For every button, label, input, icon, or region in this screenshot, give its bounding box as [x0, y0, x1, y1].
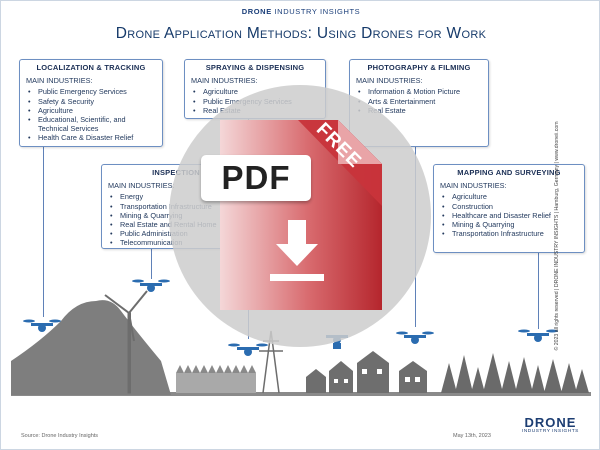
pdf-document-icon[interactable] — [220, 120, 382, 310]
box-title: PHOTOGRAPHY & FILMING — [367, 63, 471, 72]
box-subtitle: MAIN INDUSTRIES: — [356, 76, 423, 86]
box-localization-tracking: LOCALIZATION & TRACKING MAIN INDUSTRIES:… — [19, 59, 163, 147]
drone-1 — [23, 319, 61, 332]
brand-header-bold: DRONE — [241, 7, 272, 16]
connector-inspection — [151, 249, 152, 279]
box-mapping-surveying: MAPPING AND SURVEYING MAIN INDUSTRIES: A… — [433, 164, 585, 253]
list-item: Mining & Quarrying — [108, 211, 244, 220]
source-note: Source: Drone Industry Insights — [21, 433, 99, 439]
list-item: Safety & Security — [26, 97, 156, 106]
drone-5 — [396, 331, 434, 344]
download-arrow-icon — [270, 220, 324, 281]
list-item: Public Administration — [108, 229, 244, 238]
list-item: Information & Motion Picture — [356, 87, 482, 96]
box-title: SPRAYING & DISPENSING — [205, 63, 305, 72]
copyright-vertical-text: © 2023 all rights reserved | DRONE INDUS… — [554, 121, 560, 351]
list-item: Telecommunication — [108, 238, 244, 247]
drone-3 — [228, 343, 268, 356]
list-item: Healthcare and Disaster Relief — [440, 211, 578, 220]
forest — [441, 353, 589, 393]
box-subtitle: MAIN INDUSTRIES: — [26, 76, 93, 86]
list-item: Agriculture — [26, 106, 156, 115]
box-subtitle: MAIN INDUSTRIES: — [191, 76, 258, 86]
list-item: Educational, Scientific, and Technical S… — [26, 115, 156, 133]
list-item: Real Estate and Rental Home — [108, 220, 244, 229]
box-title: MAPPING AND SURVEYING — [457, 168, 561, 177]
list-item: Agriculture — [440, 192, 578, 201]
ground-strip — [11, 392, 591, 396]
brand-header-rest: INDUSTRY INSIGHTS — [271, 7, 361, 16]
crop-field — [176, 365, 256, 393]
wind-turbine — [104, 290, 148, 394]
list-item: Energy — [108, 192, 244, 201]
house-row — [306, 351, 427, 393]
pdf-label: PDF — [201, 155, 311, 201]
date-note: May 13th, 2023 — [453, 433, 491, 439]
box-title: LOCALIZATION & TRACKING — [36, 63, 146, 72]
list-item: Public Emergency Services — [26, 87, 156, 96]
industry-list: Public Emergency Services Safety & Secur… — [26, 87, 156, 142]
industry-list: Energy Transportation Infrastructure Min… — [108, 192, 244, 247]
page-title: Drone Application Methods: Using Drones … — [115, 25, 487, 42]
drone-industry-insights-logo: DRONE INDUSTRY INSIGHTS — [522, 415, 579, 434]
industry-list: Agriculture Construction Healthcare and … — [440, 192, 578, 238]
list-item: Arts & Entertainment — [356, 97, 482, 106]
drone-6 — [518, 329, 558, 342]
connector-mapping — [538, 253, 539, 329]
list-item: Mining & Quarrying — [440, 220, 578, 229]
mountain-shape — [11, 300, 171, 395]
list-item: Transportation Infrastructure — [108, 202, 244, 211]
box-subtitle: MAIN INDUSTRIES: — [108, 181, 175, 191]
list-item: Transportation Infrastructure — [440, 229, 578, 238]
list-item: Construction — [440, 202, 578, 211]
box-subtitle: MAIN INDUSTRIES: — [440, 181, 507, 191]
drone-2 — [132, 279, 170, 292]
list-item: Health Care & Disaster Relief — [26, 133, 156, 142]
list-item: Agriculture — [191, 87, 319, 96]
logo-big-text: DRONE — [524, 415, 577, 430]
connector-localization — [43, 147, 44, 317]
logo-small-text: INDUSTRY INSIGHTS — [522, 429, 579, 434]
brand-header: DRONE INDUSTRY INSIGHTS — [1, 7, 600, 16]
